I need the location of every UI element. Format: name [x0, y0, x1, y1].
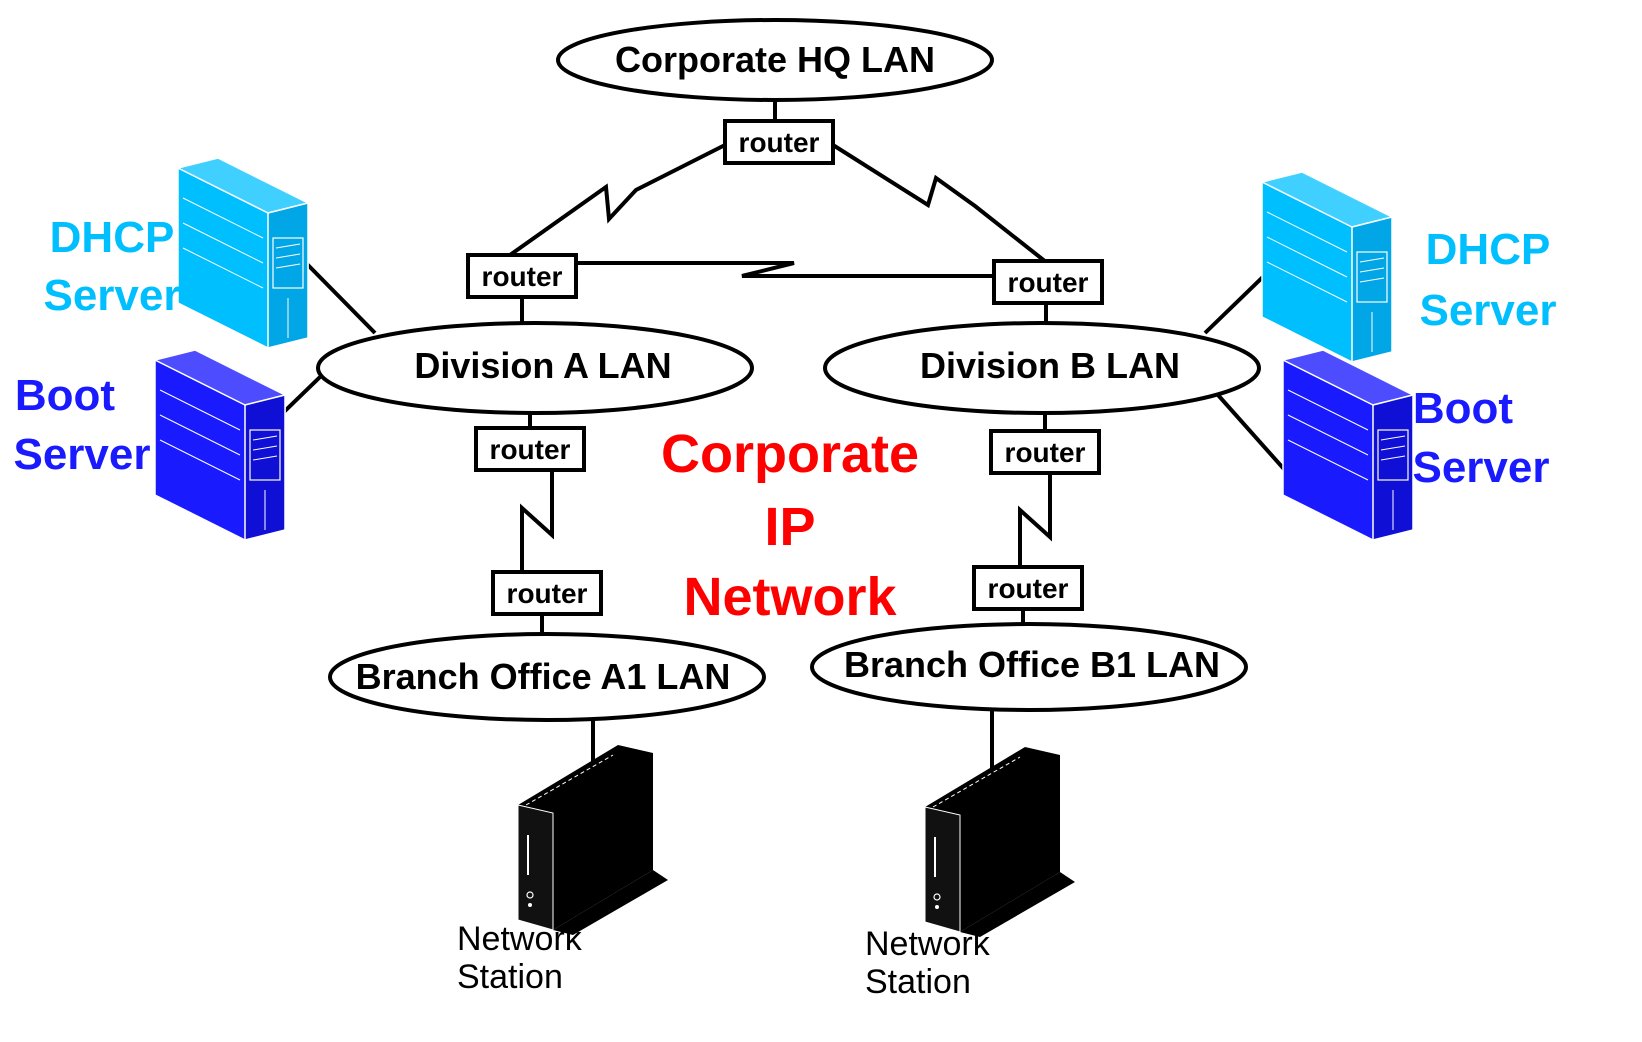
division-b-dhcp-link	[1203, 268, 1272, 335]
dhcp-server-right-line2: Server	[1419, 286, 1556, 335]
router-branch-a1: router	[491, 570, 603, 616]
dhcp-server-left-line2: Server	[43, 271, 180, 320]
tower-server-icon	[1282, 349, 1414, 541]
router-branch-b1: router	[972, 565, 1084, 611]
router-branch-a1-label: router	[507, 578, 588, 609]
dhcp-server-right-line1: DHCP	[1426, 225, 1551, 274]
lan-division-b: Division B LAN	[823, 321, 1261, 415]
network-station-icon	[924, 746, 1076, 938]
station-b1-line2: Station	[865, 963, 971, 1001]
lan-hq: Corporate HQ LAN	[556, 18, 994, 102]
station-b1-line1: Network	[865, 925, 991, 963]
station-a1-line1: Network	[457, 920, 583, 958]
router-division-b-upper: router	[992, 259, 1104, 305]
center-title-line3: Network	[683, 567, 897, 627]
lan-division-b-label: Division B LAN	[920, 345, 1180, 386]
wan-link-division-b-to-branch-b1	[1018, 474, 1052, 567]
lan-branch-a1: Branch Office A1 LAN	[328, 632, 766, 722]
boot-server-right-line1: Boot	[1413, 384, 1514, 433]
wan-link-division-a-to-division-b	[576, 261, 996, 278]
wan-link-hq-to-division-a	[508, 143, 726, 257]
wan-link-division-a-to-branch-a1	[520, 470, 554, 572]
lan-branch-a1-label: Branch Office A1 LAN	[356, 656, 731, 697]
router-division-a-lower: router	[474, 426, 586, 472]
dhcp-server-left-line1: DHCP	[50, 213, 175, 262]
router-division-b-lower: router	[989, 429, 1101, 475]
lan-division-a: Division A LAN	[316, 321, 754, 415]
wan-link-hq-to-division-b	[831, 143, 1048, 264]
router-hq-label: router	[739, 127, 820, 158]
lan-division-a-label: Division A LAN	[414, 345, 671, 386]
router-division-b-upper-label: router	[1008, 267, 1089, 298]
router-branch-b1-label: router	[988, 573, 1069, 604]
lan-branch-b1: Branch Office B1 LAN	[810, 622, 1248, 712]
lan-hq-label: Corporate HQ LAN	[615, 39, 935, 80]
lan-branch-b1-label: Branch Office B1 LAN	[844, 644, 1220, 685]
center-title: Corporate IP Network	[661, 424, 919, 627]
router-division-a-upper: router	[466, 253, 578, 299]
network-station-icon	[517, 744, 669, 936]
tower-server-icon	[154, 349, 286, 541]
station-a1-line2: Station	[457, 958, 563, 996]
center-title-line1: Corporate	[661, 424, 919, 484]
tower-server-icon	[1261, 171, 1393, 363]
router-division-b-lower-label: router	[1005, 437, 1086, 468]
center-title-line2: IP	[764, 497, 815, 557]
boot-server-left-line1: Boot	[15, 371, 116, 420]
router-division-a-upper-label: router	[482, 261, 563, 292]
boot-server-left-line2: Server	[13, 430, 150, 479]
tower-server-icon	[177, 157, 309, 349]
router-hq: router	[723, 119, 835, 165]
division-a-dhcp-link	[303, 260, 377, 335]
router-division-a-lower-label: router	[490, 434, 571, 465]
boot-server-right-line2: Server	[1412, 443, 1549, 492]
